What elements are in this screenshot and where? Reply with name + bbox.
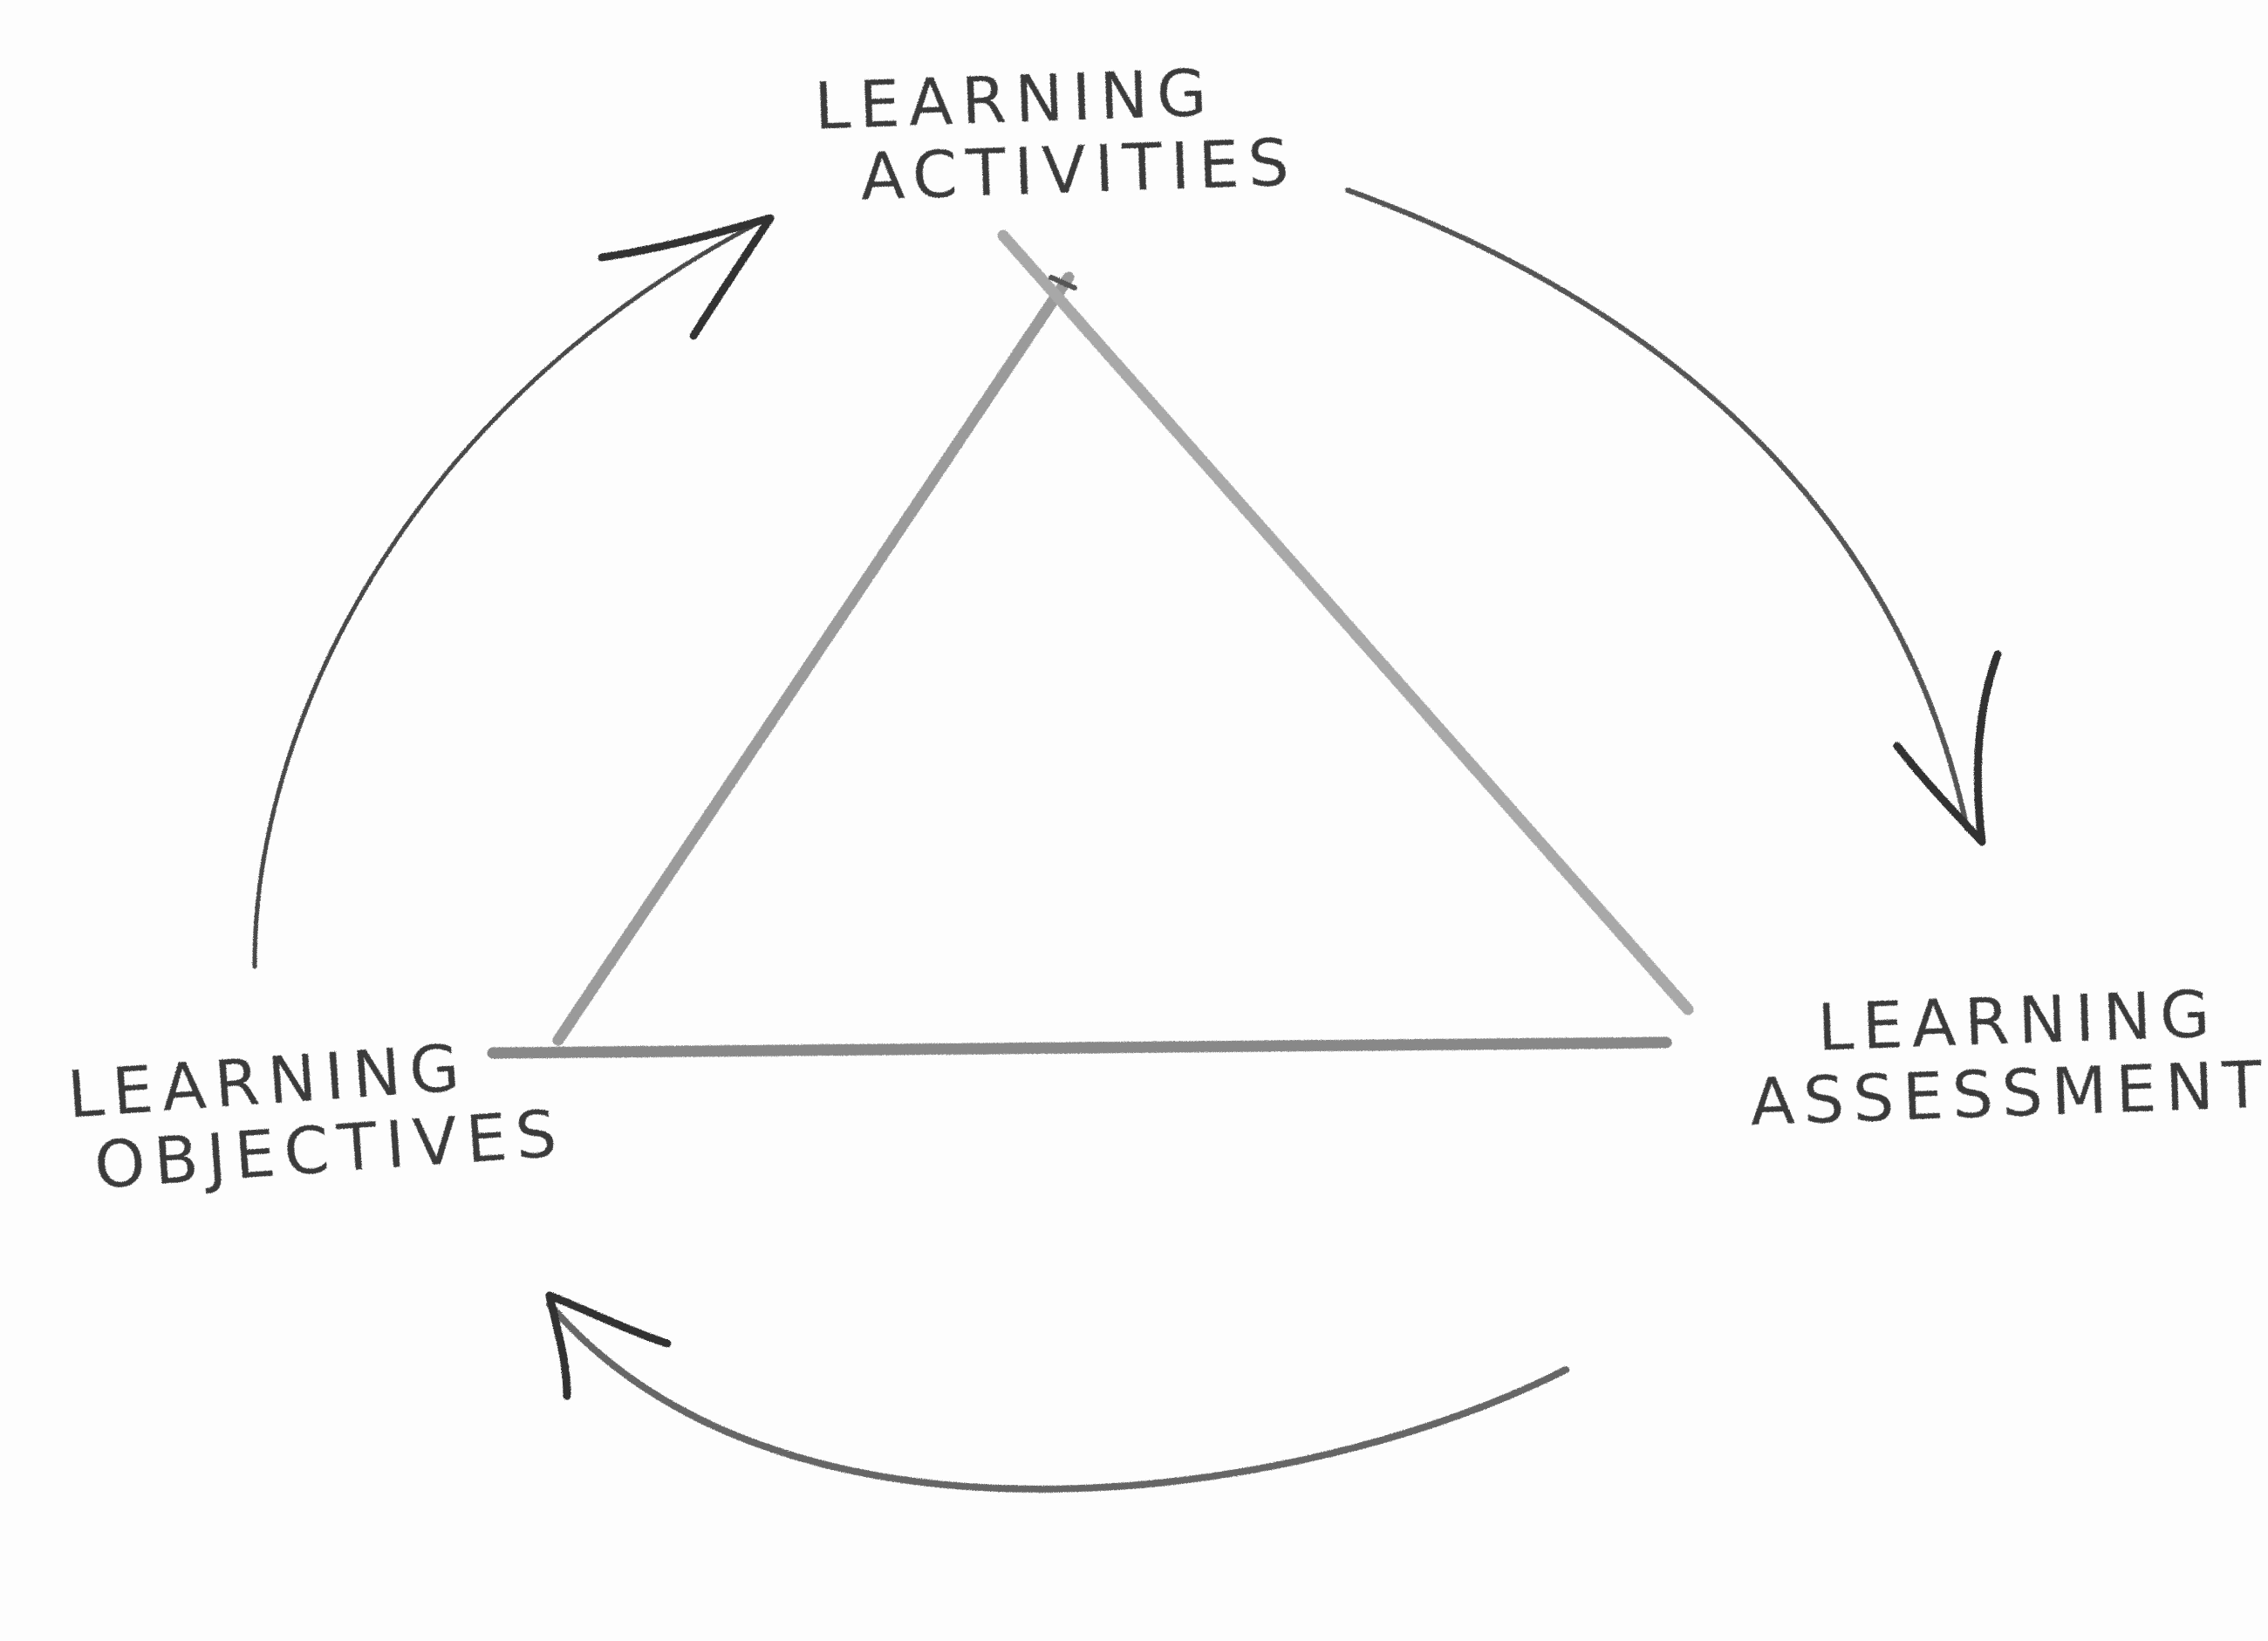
arc-left [252,220,762,969]
arc-bottom [546,1301,1569,1493]
triangle-apex-mark [1049,275,1077,291]
arrow-activities-to-assessment [1345,188,2002,846]
triangle-shape [487,229,1694,1059]
arrow-assessment-to-objectives [545,1291,1569,1493]
triangle-base-edge [487,1036,1672,1059]
arrowhead-icon [545,1291,672,1400]
triangle-right-edge [997,229,1694,1015]
node-learning-activities: LEARNING ACTIVITIES [813,54,1299,215]
arrow-objectives-to-activities [252,214,775,969]
arc-right [1345,188,1970,831]
triangle-left-edge [552,271,1075,1046]
arrowhead-icon [598,214,775,340]
node-learning-assessment: LEARNING ASSESSMENT [1746,977,2268,1141]
node-label-line2: ACTIVITIES [859,125,1299,215]
arrowhead-icon [1893,650,2002,846]
